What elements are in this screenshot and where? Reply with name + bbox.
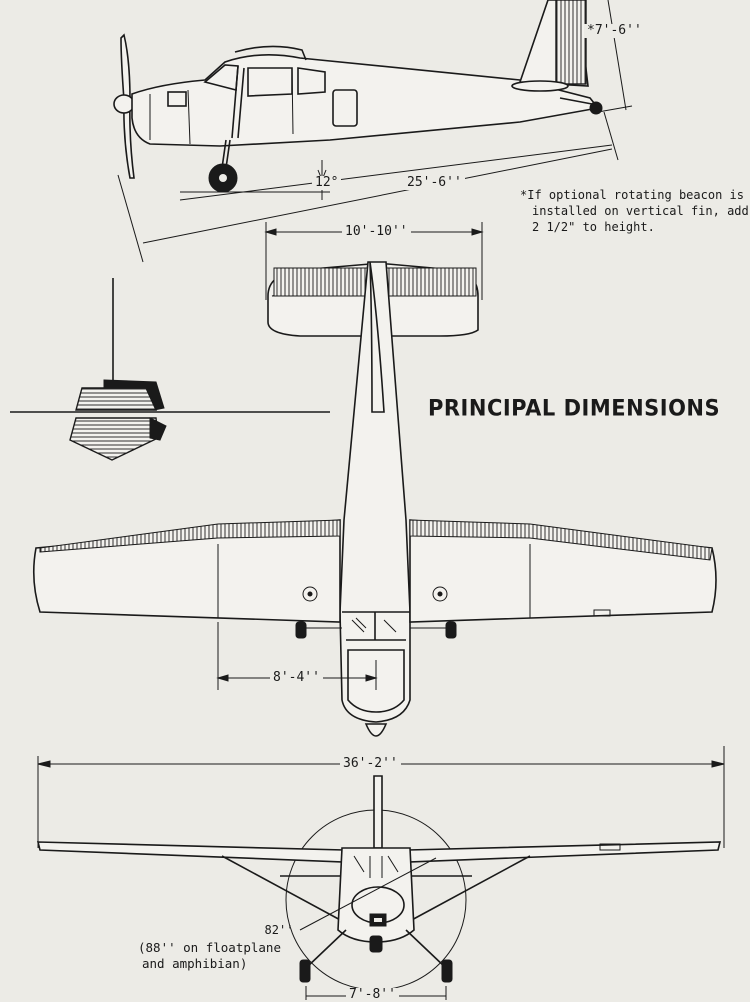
length-dimension: 25'-6'' xyxy=(404,176,465,190)
prop-clearance-note-2: and amphibian) xyxy=(142,956,248,971)
note-asterisk: * xyxy=(520,188,528,202)
side-view xyxy=(113,0,633,263)
prop-clearance-note-1: (88'' on floatplane xyxy=(138,940,281,955)
prop-clearance-value: 82'' xyxy=(264,923,294,937)
top-view xyxy=(32,222,717,737)
wing-span-dimension: 36'-2'' xyxy=(340,757,401,771)
front-view xyxy=(36,746,725,1000)
beacon-note-line2: installed on vertical fin, add xyxy=(532,204,749,218)
stabilizer-span-dimension: 10'-10'' xyxy=(342,225,411,239)
main-gear-offset-dimension: 8'-4'' xyxy=(270,671,323,685)
beacon-note: *If optional rotating beacon is installe… xyxy=(520,187,749,235)
beacon-note-line1: *If optional rotating beacon is xyxy=(520,187,749,203)
tail-cross-section xyxy=(10,278,330,461)
prop-clearance-note: (88'' on floatplane and amphibian) xyxy=(138,940,281,972)
beacon-note-line3: 2 1/2" to height. xyxy=(532,220,655,234)
page-title: PRINCIPAL DIMENSIONS xyxy=(428,395,721,421)
prop-clearance-label: 82'' xyxy=(214,922,314,938)
height-dimension: *7'-6'' xyxy=(584,24,645,38)
note-text-1: If optional rotating beacon is xyxy=(527,188,744,202)
tread-dimension: 7'-8'' xyxy=(346,988,399,1002)
angle-dimension: 12° xyxy=(312,176,342,190)
